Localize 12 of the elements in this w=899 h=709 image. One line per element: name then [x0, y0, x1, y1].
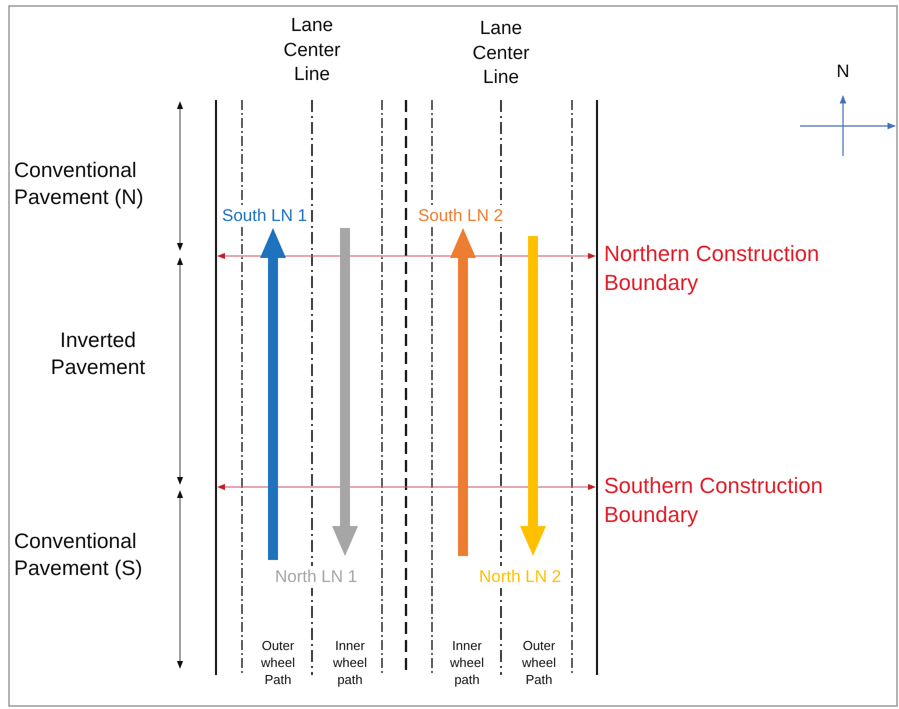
boundary-label: Southern Construction Boundary — [604, 472, 824, 529]
lane-label: South LN 2 — [417, 205, 504, 228]
pavement-section-label: Conventional Pavement (S) — [14, 529, 144, 582]
lane-center-line-label: Lane Center Line — [282, 14, 342, 88]
north-label: N — [836, 60, 850, 83]
pavement-section-label: Inverted Pavement — [50, 328, 146, 382]
lane-label: South LN 1 — [221, 205, 308, 228]
lane-label: North LN 1 — [274, 566, 358, 588]
lane-label: North LN 2 — [478, 566, 562, 588]
pavement-section-label: Conventional Pavement (N) — [14, 158, 145, 212]
boundary-label: Northern Construction Boundary — [604, 240, 820, 297]
lane-center-line-label: Lane Center Line — [471, 17, 530, 90]
